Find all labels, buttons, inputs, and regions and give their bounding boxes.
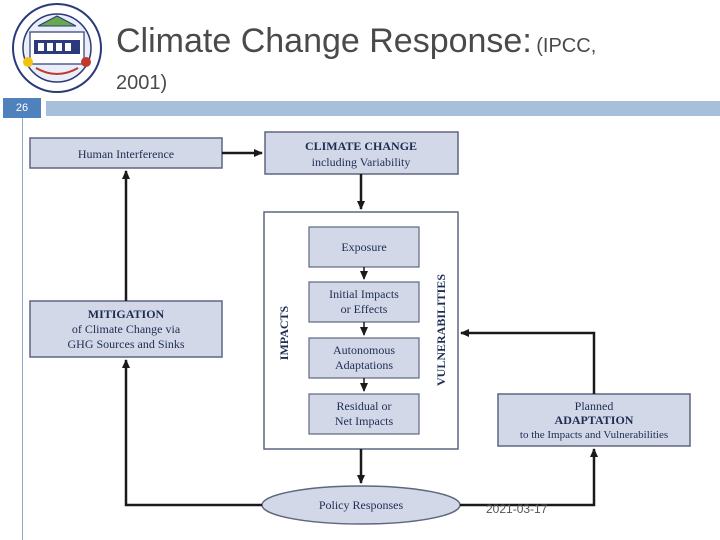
slide-date: 2021-03-17 xyxy=(486,502,548,516)
planned-adaptation-box: Planned ADAPTATION to the Impacts and Vu… xyxy=(497,393,691,447)
initial-impacts-label-1: Initial Impacts xyxy=(329,287,399,301)
human-interference-label: Human Interference xyxy=(78,147,174,161)
mitigation-label-2: of Climate Change via xyxy=(72,322,181,336)
left-rule xyxy=(22,118,23,540)
human-interference-box: Human Interference xyxy=(29,137,223,169)
slide-number: 26 xyxy=(3,98,41,118)
title-main: Climate Change Response: xyxy=(116,22,532,60)
residual-impacts-box: Residual or Net Impacts xyxy=(308,393,420,435)
autonomous-label-1: Autonomous xyxy=(333,343,395,357)
slide-title: Climate Change Response: (IPCC, 2001) xyxy=(116,20,716,96)
exposure-box: Exposure xyxy=(308,226,420,268)
mitigation-box: MITIGATION of Climate Change via GHG Sou… xyxy=(29,300,223,358)
mitigation-label-3: GHG Sources and Sinks xyxy=(68,337,185,351)
climate-change-label-1: CLIMATE CHANGE xyxy=(305,139,417,153)
planned-label-3: to the Impacts and Vulnerabilities xyxy=(520,429,668,441)
policy-responses-ellipse: Policy Responses xyxy=(261,485,461,525)
autonomous-adaptations-box: Autonomous Adaptations xyxy=(308,337,420,379)
planned-label-2: ADAPTATION xyxy=(555,413,634,427)
climate-change-box: CLIMATE CHANGE including Variability xyxy=(264,131,459,175)
header-bar xyxy=(46,101,720,116)
residual-label-1: Residual or xyxy=(337,399,392,413)
initial-impacts-label-2: or Effects xyxy=(341,302,388,316)
impacts-label: IMPACTS xyxy=(277,305,291,360)
title-sub: (IPCC, xyxy=(536,35,597,57)
arrow-adaptation-to-impacts xyxy=(460,329,596,394)
residual-label-2: Net Impacts xyxy=(335,414,394,428)
title-year: 2001) xyxy=(116,71,168,94)
initial-impacts-box: Initial Impacts or Effects xyxy=(308,281,420,323)
institute-logo xyxy=(12,3,102,93)
vulnerabilities-label: VULNERABILITIES xyxy=(434,274,448,386)
mitigation-label-1: MITIGATION xyxy=(88,307,165,321)
exposure-label: Exposure xyxy=(341,240,386,254)
autonomous-label-2: Adaptations xyxy=(335,358,393,372)
arrow-policy-to-adaptation xyxy=(460,448,598,507)
climate-change-label-2: including Variability xyxy=(312,155,411,169)
arrow-policy-to-mitigation xyxy=(122,359,262,507)
policy-responses-label: Policy Responses xyxy=(319,498,404,512)
flow-arrows xyxy=(122,149,598,507)
planned-label-1: Planned xyxy=(575,399,614,413)
